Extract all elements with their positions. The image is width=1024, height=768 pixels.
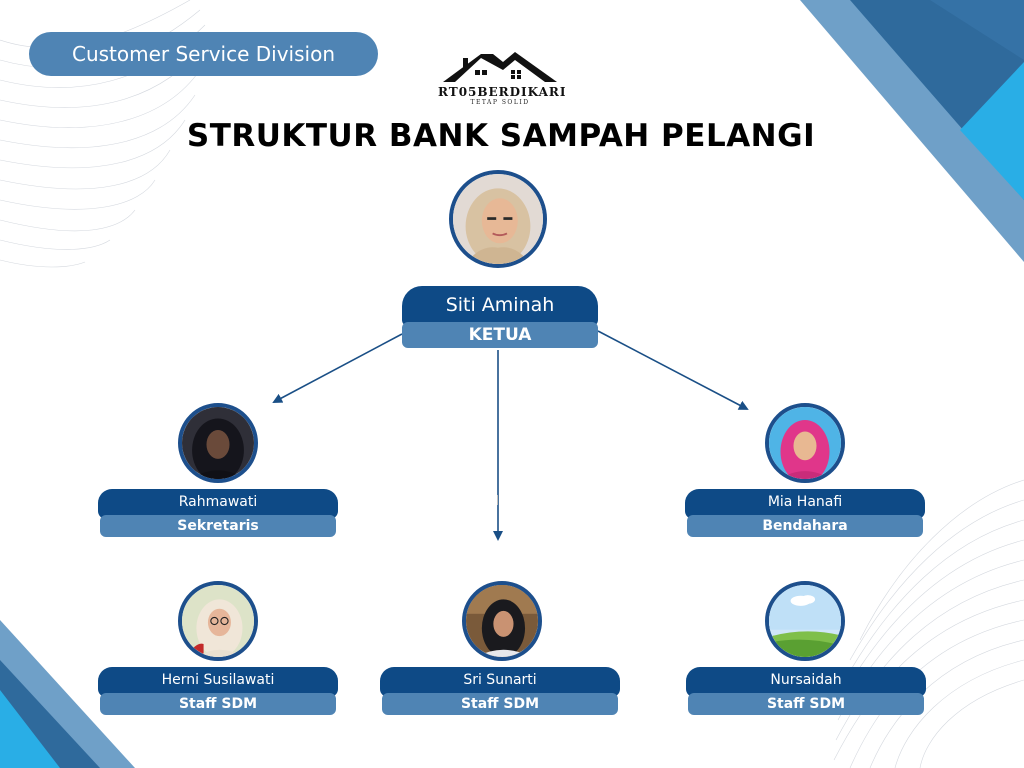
secretary-name: Rahmawati <box>98 489 338 519</box>
bottom-right-line-pattern <box>833 479 1024 768</box>
top-right-corner-shapes <box>800 0 1024 262</box>
leader-name: Siti Aminah <box>402 286 598 326</box>
woman-hijab-dark-photo <box>182 407 254 479</box>
woman-hijab-beige-photo <box>453 174 543 264</box>
woman-hijab-black-photo <box>466 585 538 657</box>
staff-left-role: Staff SDM <box>100 693 336 715</box>
arrow-to-treasurer <box>597 330 749 410</box>
staff-center-card: Sri Sunarti Staff SDM <box>380 667 620 717</box>
staff-center-role: Staff SDM <box>382 693 618 715</box>
treasurer-role: Bendahara <box>687 515 923 537</box>
arrow-to-secretary <box>272 333 403 403</box>
staff-center-name: Sri Sunarti <box>380 667 620 697</box>
division-label: Customer Service Division <box>29 32 378 76</box>
top-left-line-pattern <box>0 0 206 268</box>
logo-name: RT05BERDIKARI <box>438 85 567 99</box>
staff-left-photo <box>178 581 258 661</box>
staff-center-photo <box>462 581 542 661</box>
landscape-placeholder-photo <box>769 585 841 657</box>
treasurer-card: Mia Hanafi Bendahara <box>685 489 925 539</box>
treasurer-photo <box>765 403 845 483</box>
staff-left-name: Herni Susilawati <box>98 667 338 697</box>
organization-logo: RT05BERDIKARI TETAP SOLID <box>438 48 567 114</box>
staff-right-name: Nursaidah <box>686 667 926 697</box>
secretary-role: Sekretaris <box>100 515 336 537</box>
connector-mark <box>497 495 498 505</box>
woman-hijab-pink-photo <box>769 407 841 479</box>
secretary-photo <box>178 403 258 483</box>
bottom-left-corner-shapes <box>0 620 135 768</box>
leader-role: KETUA <box>402 322 598 348</box>
leader-card: Siti Aminah KETUA <box>402 286 598 348</box>
page-title: STRUKTUR BANK SAMPAH PELANGI <box>186 118 816 154</box>
staff-right-role: Staff SDM <box>688 693 924 715</box>
leader-photo <box>449 170 547 268</box>
staff-right-photo <box>765 581 845 661</box>
woman-glasses-photo <box>182 585 254 657</box>
logo-tagline: TETAP SOLID <box>470 99 530 106</box>
staff-left-card: Herni Susilawati Staff SDM <box>98 667 338 717</box>
treasurer-name: Mia Hanafi <box>685 489 925 519</box>
secretary-card: Rahmawati Sekretaris <box>98 489 338 539</box>
staff-right-card: Nursaidah Staff SDM <box>686 667 926 717</box>
house-roof-icon <box>443 52 557 82</box>
